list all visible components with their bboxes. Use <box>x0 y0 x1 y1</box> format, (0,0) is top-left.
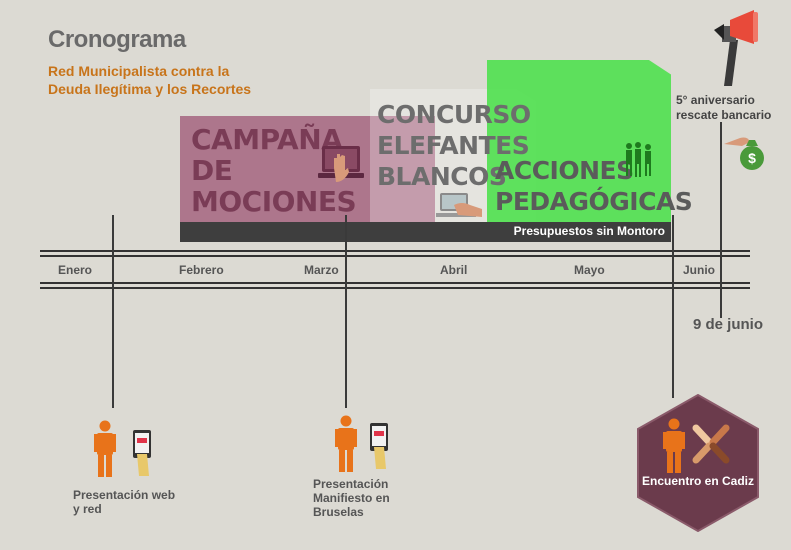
person-icon-bruselas <box>335 415 357 473</box>
elefantes-line-1: CONCURSO <box>377 99 531 130</box>
phone-hand-icon-bruselas <box>368 423 390 471</box>
month-mayo: Mayo <box>574 263 605 277</box>
page-title: Cronograma <box>48 26 186 54</box>
money-bag-hand-icon: $ <box>722 124 768 172</box>
month-enero: Enero <box>58 263 92 277</box>
month-abril: Abril <box>440 263 467 277</box>
event-web-line-1: Presentación web <box>73 488 175 502</box>
event-bruselas-line-1: Presentación <box>313 477 390 491</box>
aniversario-line-2: rescate bancario <box>676 108 771 123</box>
phone-hand-icon-web <box>131 430 153 478</box>
event-bruselas-line-2: Manifiesto en <box>313 491 390 505</box>
timeline-bottom-line-2 <box>40 287 750 289</box>
campaign-acciones-title: ACCIONES PEDAGÓGICAS <box>495 155 692 217</box>
month-marzo: Marzo <box>304 263 339 277</box>
page-subtitle: Red Municipalista contra la Deuda Ilegít… <box>48 62 288 98</box>
aniversario-line-1: 5° aniversario <box>676 93 771 108</box>
month-junio: Junio <box>683 263 715 277</box>
megaphone-icon <box>710 6 760 88</box>
people-group-icon <box>624 142 654 180</box>
month-febrero: Febrero <box>179 263 224 277</box>
screen-hand-icon <box>436 191 484 223</box>
event-bruselas-line-3: Bruselas <box>313 505 390 519</box>
person-icon-cadiz <box>663 418 685 474</box>
subtitle-line-2: Deuda Ilegítima y los Recortes <box>48 80 288 98</box>
acciones-line-2: PEDAGÓGICAS <box>495 186 692 217</box>
subtitle-line-1: Red Municipalista contra la <box>48 62 288 80</box>
aniversario-label: 5° aniversario rescate bancario <box>676 93 771 123</box>
presupuestos-banner-text: Presupuestos sin Montoro <box>485 224 665 238</box>
date-label: 9 de junio <box>693 316 763 333</box>
timeline-top-line-1 <box>40 250 750 252</box>
joined-hands-icon <box>692 424 730 464</box>
mociones-line-3: MOCIONES <box>191 186 356 217</box>
connector-web <box>112 215 114 408</box>
timeline-top-line-2 <box>40 255 750 257</box>
event-cadiz-label: Encuentro en Cadiz <box>636 474 760 488</box>
event-web-label: Presentación web y red <box>73 488 175 516</box>
person-icon-web <box>94 420 116 478</box>
timeline-bottom-line-1 <box>40 282 750 284</box>
connector-cadiz <box>672 215 674 398</box>
acciones-line-1: ACCIONES <box>495 155 692 186</box>
event-bruselas-label: Presentación Manifiesto en Bruselas <box>313 477 390 519</box>
laptop-hand-icon <box>318 144 364 186</box>
connector-bruselas <box>345 215 347 408</box>
event-web-line-2: y red <box>73 502 175 516</box>
svg-text:$: $ <box>748 150 756 166</box>
